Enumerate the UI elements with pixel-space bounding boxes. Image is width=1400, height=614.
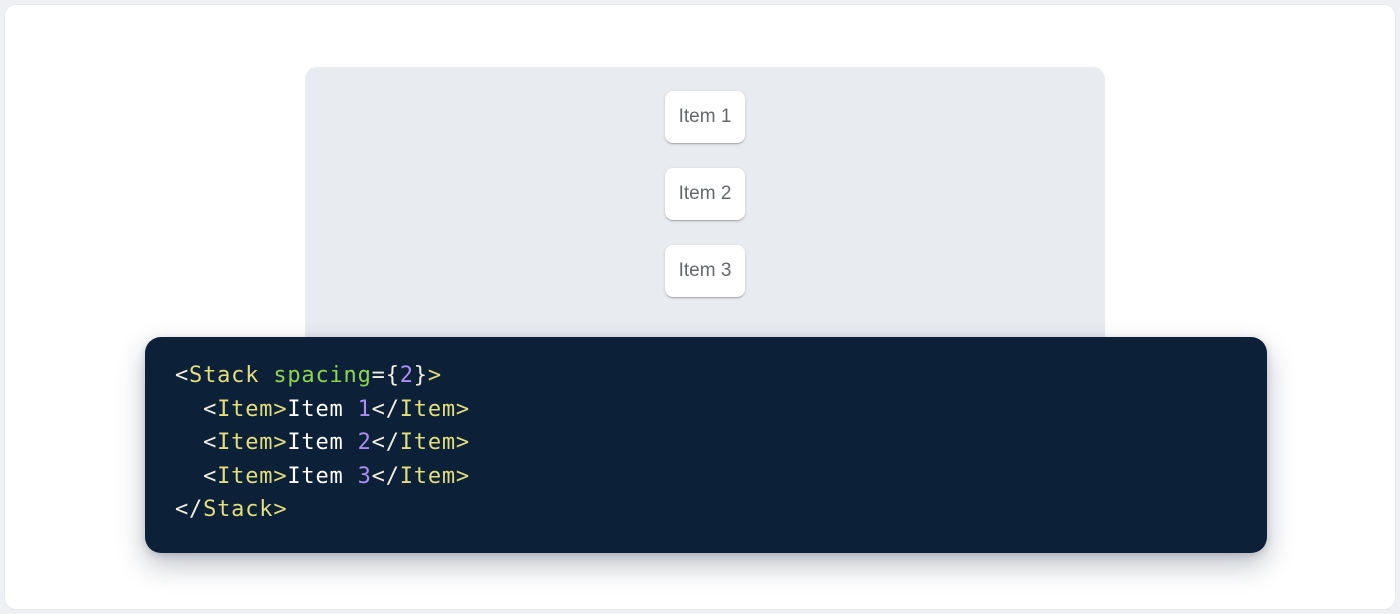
code-line: <Item>Item 2</Item> [203, 430, 470, 456]
code-line: <Stack spacing={2}> [175, 363, 442, 388]
stack-container: Item 1 Item 2 Item 3 [305, 67, 1105, 297]
code-line: </Stack> [175, 497, 288, 523]
content-card: Item 1 Item 2 Item 3 <Stack spacing={2}> <… [4, 4, 1396, 610]
code-content: <Stack spacing={2}> <Item>Item 1</Item> … [175, 359, 1237, 527]
stack-item: Item 1 [665, 91, 745, 143]
code-line: <Item>Item 3</Item> [203, 463, 470, 489]
stack-demo-panel: Item 1 Item 2 Item 3 [305, 67, 1105, 385]
code-line: <Item>Item 1</Item> [203, 396, 470, 422]
stack-item: Item 3 [665, 245, 745, 297]
stack-item: Item 2 [665, 168, 745, 220]
code-block: <Stack spacing={2}> <Item>Item 1</Item> … [145, 337, 1267, 553]
